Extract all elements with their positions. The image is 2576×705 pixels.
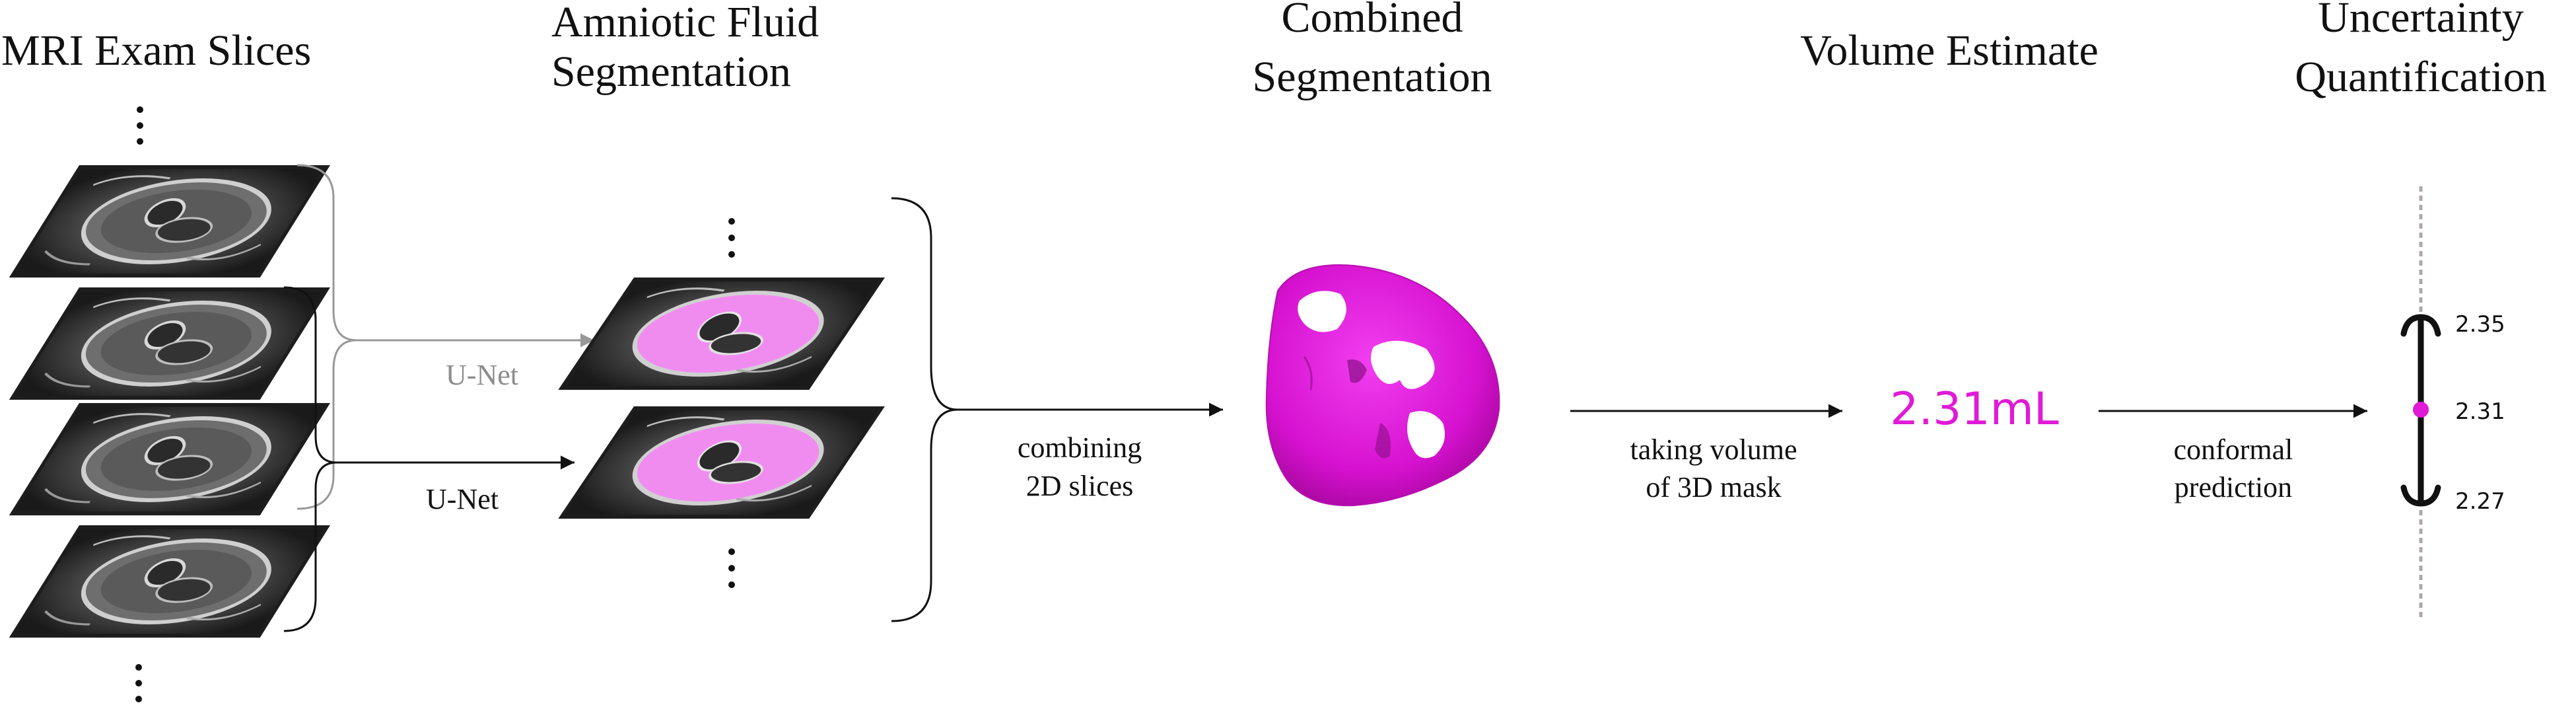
brace-combine bbox=[891, 197, 958, 622]
ellipsis-bottom-mri bbox=[135, 664, 142, 702]
mri-slice-2 bbox=[9, 287, 330, 400]
heading-segmentation-line1: Amniotic Fluid bbox=[551, 0, 819, 46]
label-unet-top: U-Net bbox=[446, 359, 518, 391]
heading-uq-line1: Uncertainty bbox=[2318, 0, 2524, 42]
heading-combined-line1: Combined bbox=[1282, 0, 1463, 42]
uq-point-label: 2.31 bbox=[2455, 398, 2505, 425]
uq-point-estimate bbox=[2413, 402, 2429, 418]
label-volume-line2: of 3D mask bbox=[1646, 471, 1781, 503]
heading-combined-line2: Segmentation bbox=[1253, 53, 1492, 101]
combined-3d-segmentation bbox=[1265, 264, 1500, 507]
seg-slice-1 bbox=[558, 278, 885, 390]
uq-upper-label: 2.35 bbox=[2455, 311, 2505, 338]
mri-slice-3 bbox=[9, 403, 330, 515]
label-conformal-line2: prediction bbox=[2175, 471, 2292, 503]
mri-slice-1 bbox=[9, 165, 330, 278]
brace-gray bbox=[296, 164, 357, 510]
ellipsis-top-mri bbox=[137, 106, 143, 145]
ellipsis-bottom-seg bbox=[728, 548, 735, 588]
heading-volume-estimate: Volume Estimate bbox=[1800, 26, 2099, 75]
heading-mri-exam-slices: MRI Exam Slices bbox=[1, 26, 311, 75]
label-volume-line1: taking volume bbox=[1630, 433, 1797, 466]
uq-lower-label: 2.27 bbox=[2455, 488, 2505, 515]
heading-uq-line2: Quantification bbox=[2295, 53, 2546, 101]
ellipsis-top-seg bbox=[728, 218, 735, 258]
heading-segmentation-line2: Segmentation bbox=[551, 48, 791, 96]
label-combine-line2: 2D slices bbox=[1026, 470, 1134, 502]
label-combine-line1: combining bbox=[1018, 431, 1142, 464]
volume-estimate-value: 2.31mL bbox=[1890, 383, 2059, 435]
seg-slice-2 bbox=[558, 406, 885, 519]
mri-slice-4 bbox=[9, 525, 330, 638]
label-conformal-line1: conformal bbox=[2174, 433, 2293, 466]
label-unet-bottom: U-Net bbox=[426, 483, 499, 515]
